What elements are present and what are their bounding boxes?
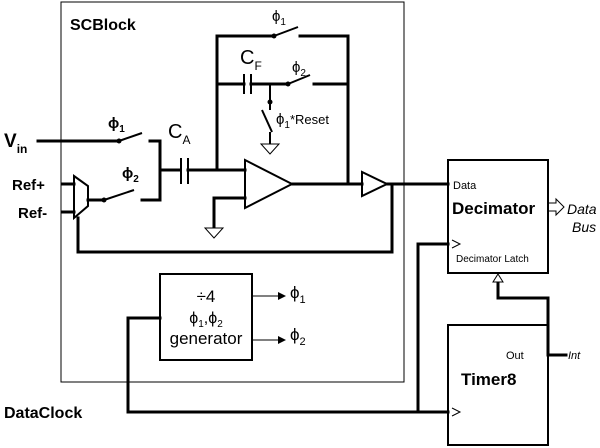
data-bus-label-line2: Bus <box>572 219 596 235</box>
switch-top-label: ϕ1 <box>272 8 286 28</box>
mux-feedback-wire <box>76 182 394 254</box>
data-bus-arrow-icon <box>547 197 565 217</box>
ground-reset-icon <box>259 143 281 155</box>
ref-minus-label: Ref- <box>18 205 47 222</box>
switch-reset-blade <box>261 109 273 133</box>
switch-in-blade <box>118 132 143 142</box>
dataclock-to-decimator-wire <box>416 242 450 414</box>
cf-label: CF <box>240 47 262 73</box>
feedback-left-wire <box>215 34 276 170</box>
generator-label: generator <box>170 329 243 348</box>
timer-clock-input-icon <box>451 407 462 417</box>
ref-plus-label: Ref+ <box>12 177 45 194</box>
switch-top-pivot <box>271 33 277 39</box>
decimator-box <box>447 159 549 274</box>
generator-divider-text: ÷4 <box>197 287 216 306</box>
generator-out1-arrowhead-icon <box>278 292 286 300</box>
opamp-icon <box>244 158 295 210</box>
scblock-boundary <box>60 1 405 383</box>
feedback-right-wire <box>298 34 350 186</box>
timer-title: Timer8 <box>461 370 516 389</box>
timer-box <box>447 324 549 446</box>
decimator-data-port-label: Data <box>453 180 477 192</box>
dataclock-to-generator-wire <box>126 316 162 414</box>
timer-int-label: Int <box>568 350 581 362</box>
opamp-minus-wire <box>212 196 247 228</box>
switch-top-blade <box>273 26 299 37</box>
vin-label: Vin <box>4 131 27 156</box>
ca-label: CA <box>168 121 190 147</box>
dataclock-label: DataClock <box>4 405 82 422</box>
switch-ref-out-wire <box>140 170 162 202</box>
ground-opamp-icon <box>203 227 225 239</box>
switch-in-out-wire <box>148 139 162 170</box>
switch-cf-pivot <box>285 81 291 87</box>
generator-out2-arrowhead-icon <box>278 336 286 344</box>
generator-phases-text: ϕ1,ϕ2 <box>189 310 223 330</box>
switch-ref-blade <box>103 189 135 201</box>
switch-in-label: ϕ1 <box>108 115 125 135</box>
decimator-latch-port-label: Decimator Latch <box>456 254 529 265</box>
decimator-title: Decimator <box>452 199 536 218</box>
decimator-clock-input-icon <box>451 239 462 249</box>
generator-out1-label: ϕ1 <box>290 283 306 306</box>
latch-to-timer-wire <box>496 282 550 357</box>
ref-mux-icon <box>73 174 89 221</box>
switch-reset-label: ϕ1*Reset <box>276 111 329 131</box>
data-bus-label-line1: Data <box>567 201 597 217</box>
switch-ref-label: ϕ2 <box>122 165 139 185</box>
switch-cf-blade <box>287 74 311 85</box>
decimator-latch-arrow-icon <box>492 273 504 283</box>
generator-out2-label: ϕ2 <box>290 325 306 348</box>
switch-cf-label: ϕ2 <box>292 59 306 79</box>
buffer-icon <box>361 170 390 198</box>
scblock-title: SCBlock <box>70 17 136 34</box>
timer-out-port-label: Out <box>506 350 524 362</box>
